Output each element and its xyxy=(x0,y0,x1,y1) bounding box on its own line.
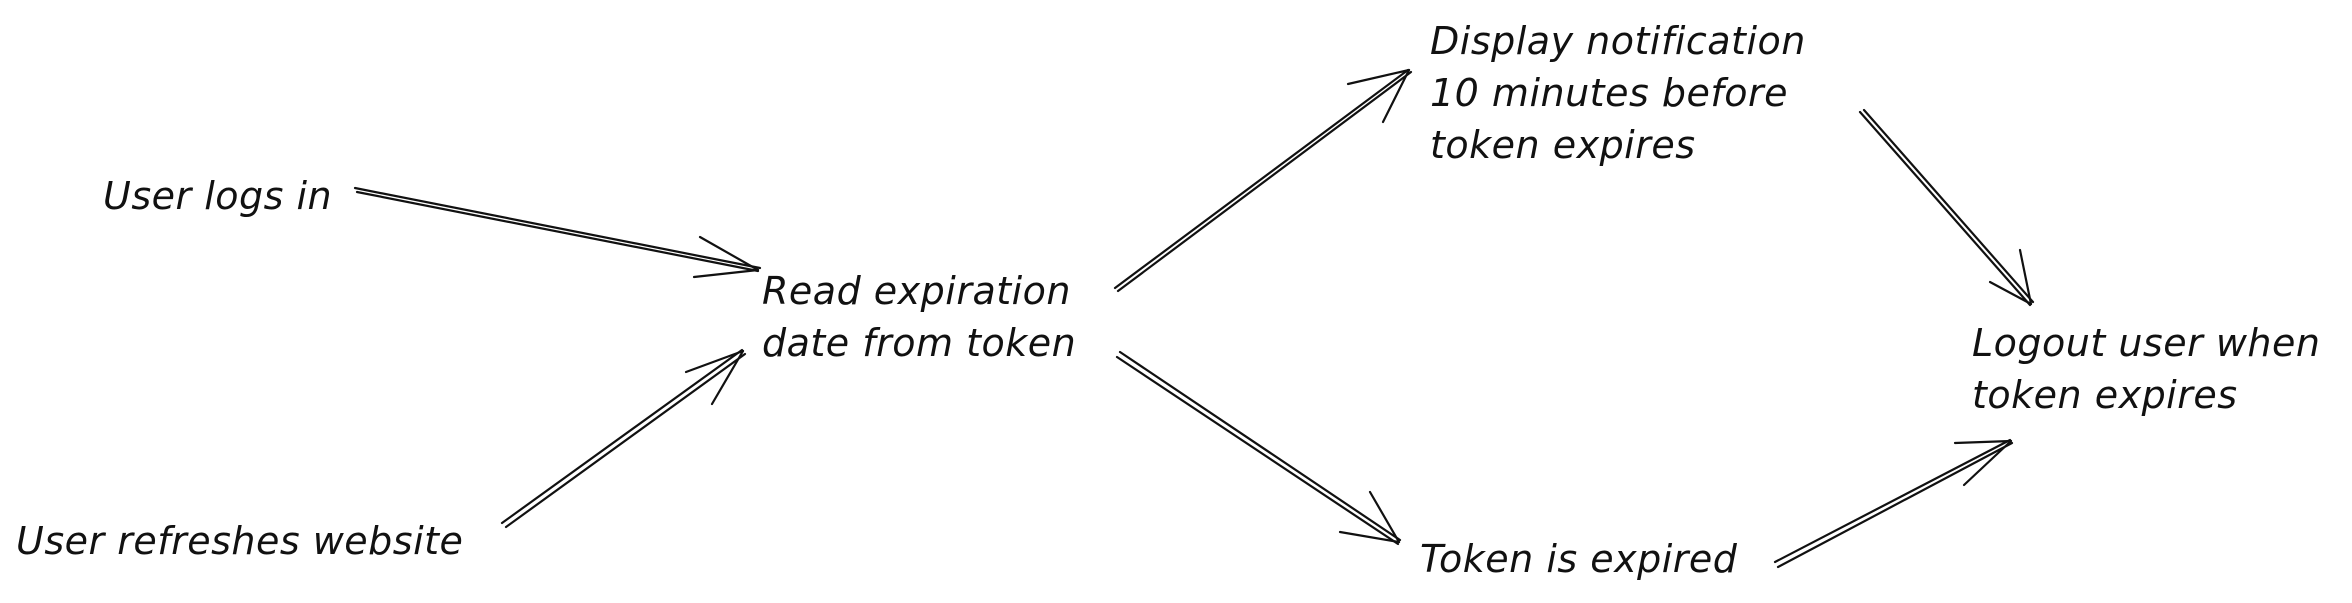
arrow-login-to-read xyxy=(353,186,762,279)
node-label-line: 10 minutes before xyxy=(1430,71,1788,115)
node-label-line: Display notification xyxy=(1430,19,1806,63)
node-label-line: date from token xyxy=(762,321,1077,365)
node-label-line: Read expiration xyxy=(762,269,1072,313)
arrow-notification-to-logout xyxy=(1858,108,2035,307)
arrow-read-to-notification xyxy=(1113,68,1413,293)
arrow-read-to-expired xyxy=(1115,350,1402,546)
node-user-refreshes-website: User refreshes website xyxy=(16,515,463,567)
arrow-expired-to-logout xyxy=(1773,438,2014,569)
node-token-is-expired: Token is expired xyxy=(1420,533,1737,585)
node-label-line: token expires xyxy=(1972,373,2238,417)
node-label-line: Token is expired xyxy=(1420,537,1738,581)
node-label-line: Logout user when xyxy=(1972,321,2321,365)
node-read-expiration-date: Read expiration date from token xyxy=(762,265,1076,369)
node-display-notification: Display notification 10 minutes before t… xyxy=(1430,15,1806,171)
node-user-logs-in: User logs in xyxy=(103,170,332,222)
node-label-line: User refreshes website xyxy=(16,519,464,563)
node-label-line: User logs in xyxy=(103,174,333,218)
node-label-line: token expires xyxy=(1430,123,1696,167)
node-logout-user: Logout user when token expires xyxy=(1972,317,2320,421)
arrow-refresh-to-read xyxy=(500,348,747,529)
